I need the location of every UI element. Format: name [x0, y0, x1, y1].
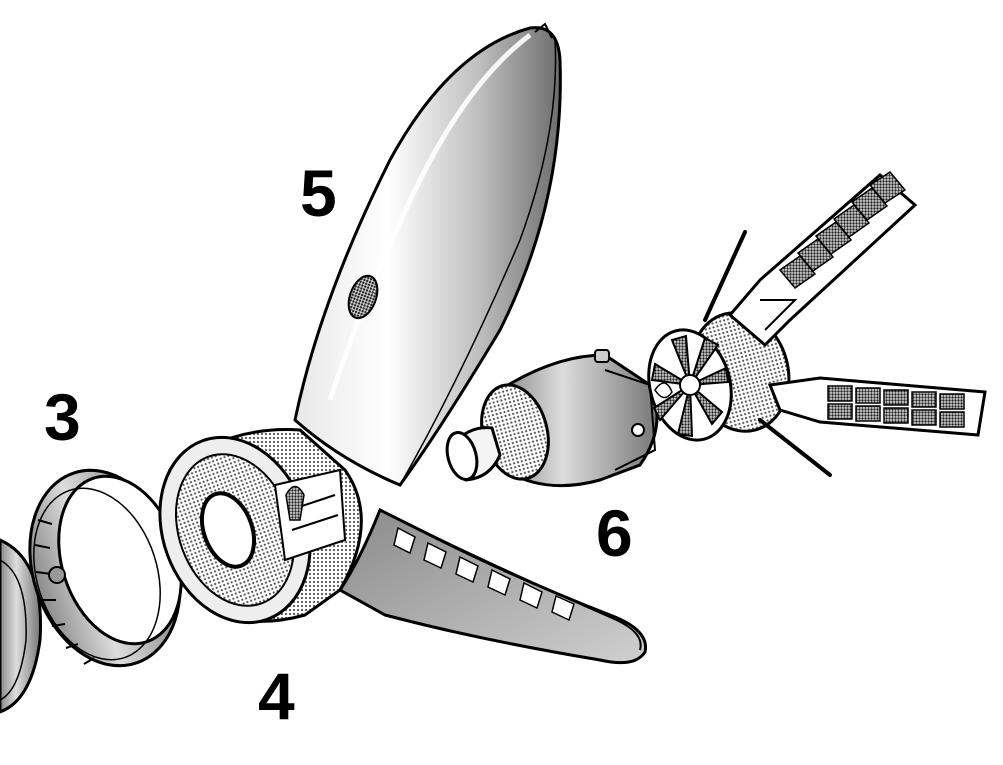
- separation-ring: [28, 468, 183, 668]
- solar-panel-lower: [767, 376, 987, 437]
- label-adapter: 4: [258, 659, 295, 733]
- fairing-lower-half: [337, 507, 648, 665]
- solar-panel-upper: [727, 171, 918, 348]
- antenna-rods: [703, 230, 832, 477]
- spacecraft-module: [445, 349, 659, 488]
- label-spacecraft: 6: [596, 496, 633, 570]
- stage-body-partial: [0, 538, 42, 714]
- label-ring: 3: [44, 380, 81, 454]
- label-fairing: 5: [300, 156, 337, 230]
- adapter-cylinder: [158, 428, 363, 625]
- nose-fairing: [293, 22, 562, 487]
